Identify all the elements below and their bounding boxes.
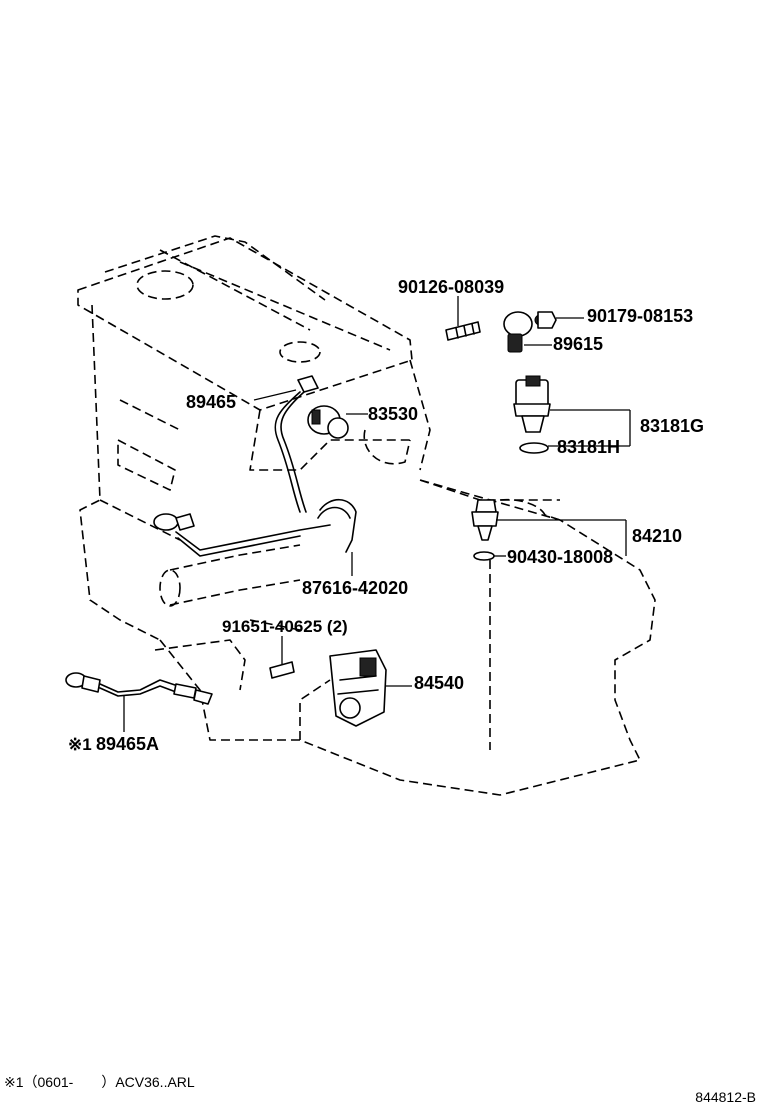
label-84210: 84210 [632, 526, 682, 546]
stud-bolt-90126 [445, 296, 481, 341]
label-87616: 87616-42020 [302, 578, 408, 598]
washer-83181h [519, 442, 630, 454]
label-89465: 89465 [186, 392, 236, 412]
label-91651: 91651-40625 (2) [222, 617, 348, 636]
label-90430: 90430-18008 [507, 547, 613, 567]
diagram-code: 844812-B [695, 1089, 756, 1105]
sensor-84210 [471, 499, 627, 556]
label-89615: 89615 [553, 334, 603, 354]
pressure-switch-83181g [513, 375, 631, 446]
neutral-start-switch-84540 [329, 649, 412, 727]
bolt-91651 [269, 636, 295, 679]
label-90126: 90126-08039 [398, 277, 504, 297]
oxygen-sensor-89465 [253, 375, 319, 513]
oxygen-sensor-89465a [65, 672, 213, 732]
label-83181h: 83181H [557, 437, 620, 457]
label-84540: 84540 [414, 673, 464, 693]
bracket-87616 [317, 498, 357, 576]
footer-note: ※1（0601- ）ACV36..ARL [4, 1074, 195, 1090]
gasket-90430 [473, 551, 506, 561]
oxygen-sensor-harness [153, 513, 331, 557]
label-89465a: 89465A [96, 734, 159, 754]
label-83530: 83530 [368, 404, 418, 424]
label-90179: 90179-08153 [587, 306, 693, 326]
label-89465a-mark: ※1 [68, 735, 92, 754]
switch-83530 [307, 405, 368, 439]
label-83181g: 83181G [640, 416, 704, 436]
nut-90179 [537, 311, 584, 329]
